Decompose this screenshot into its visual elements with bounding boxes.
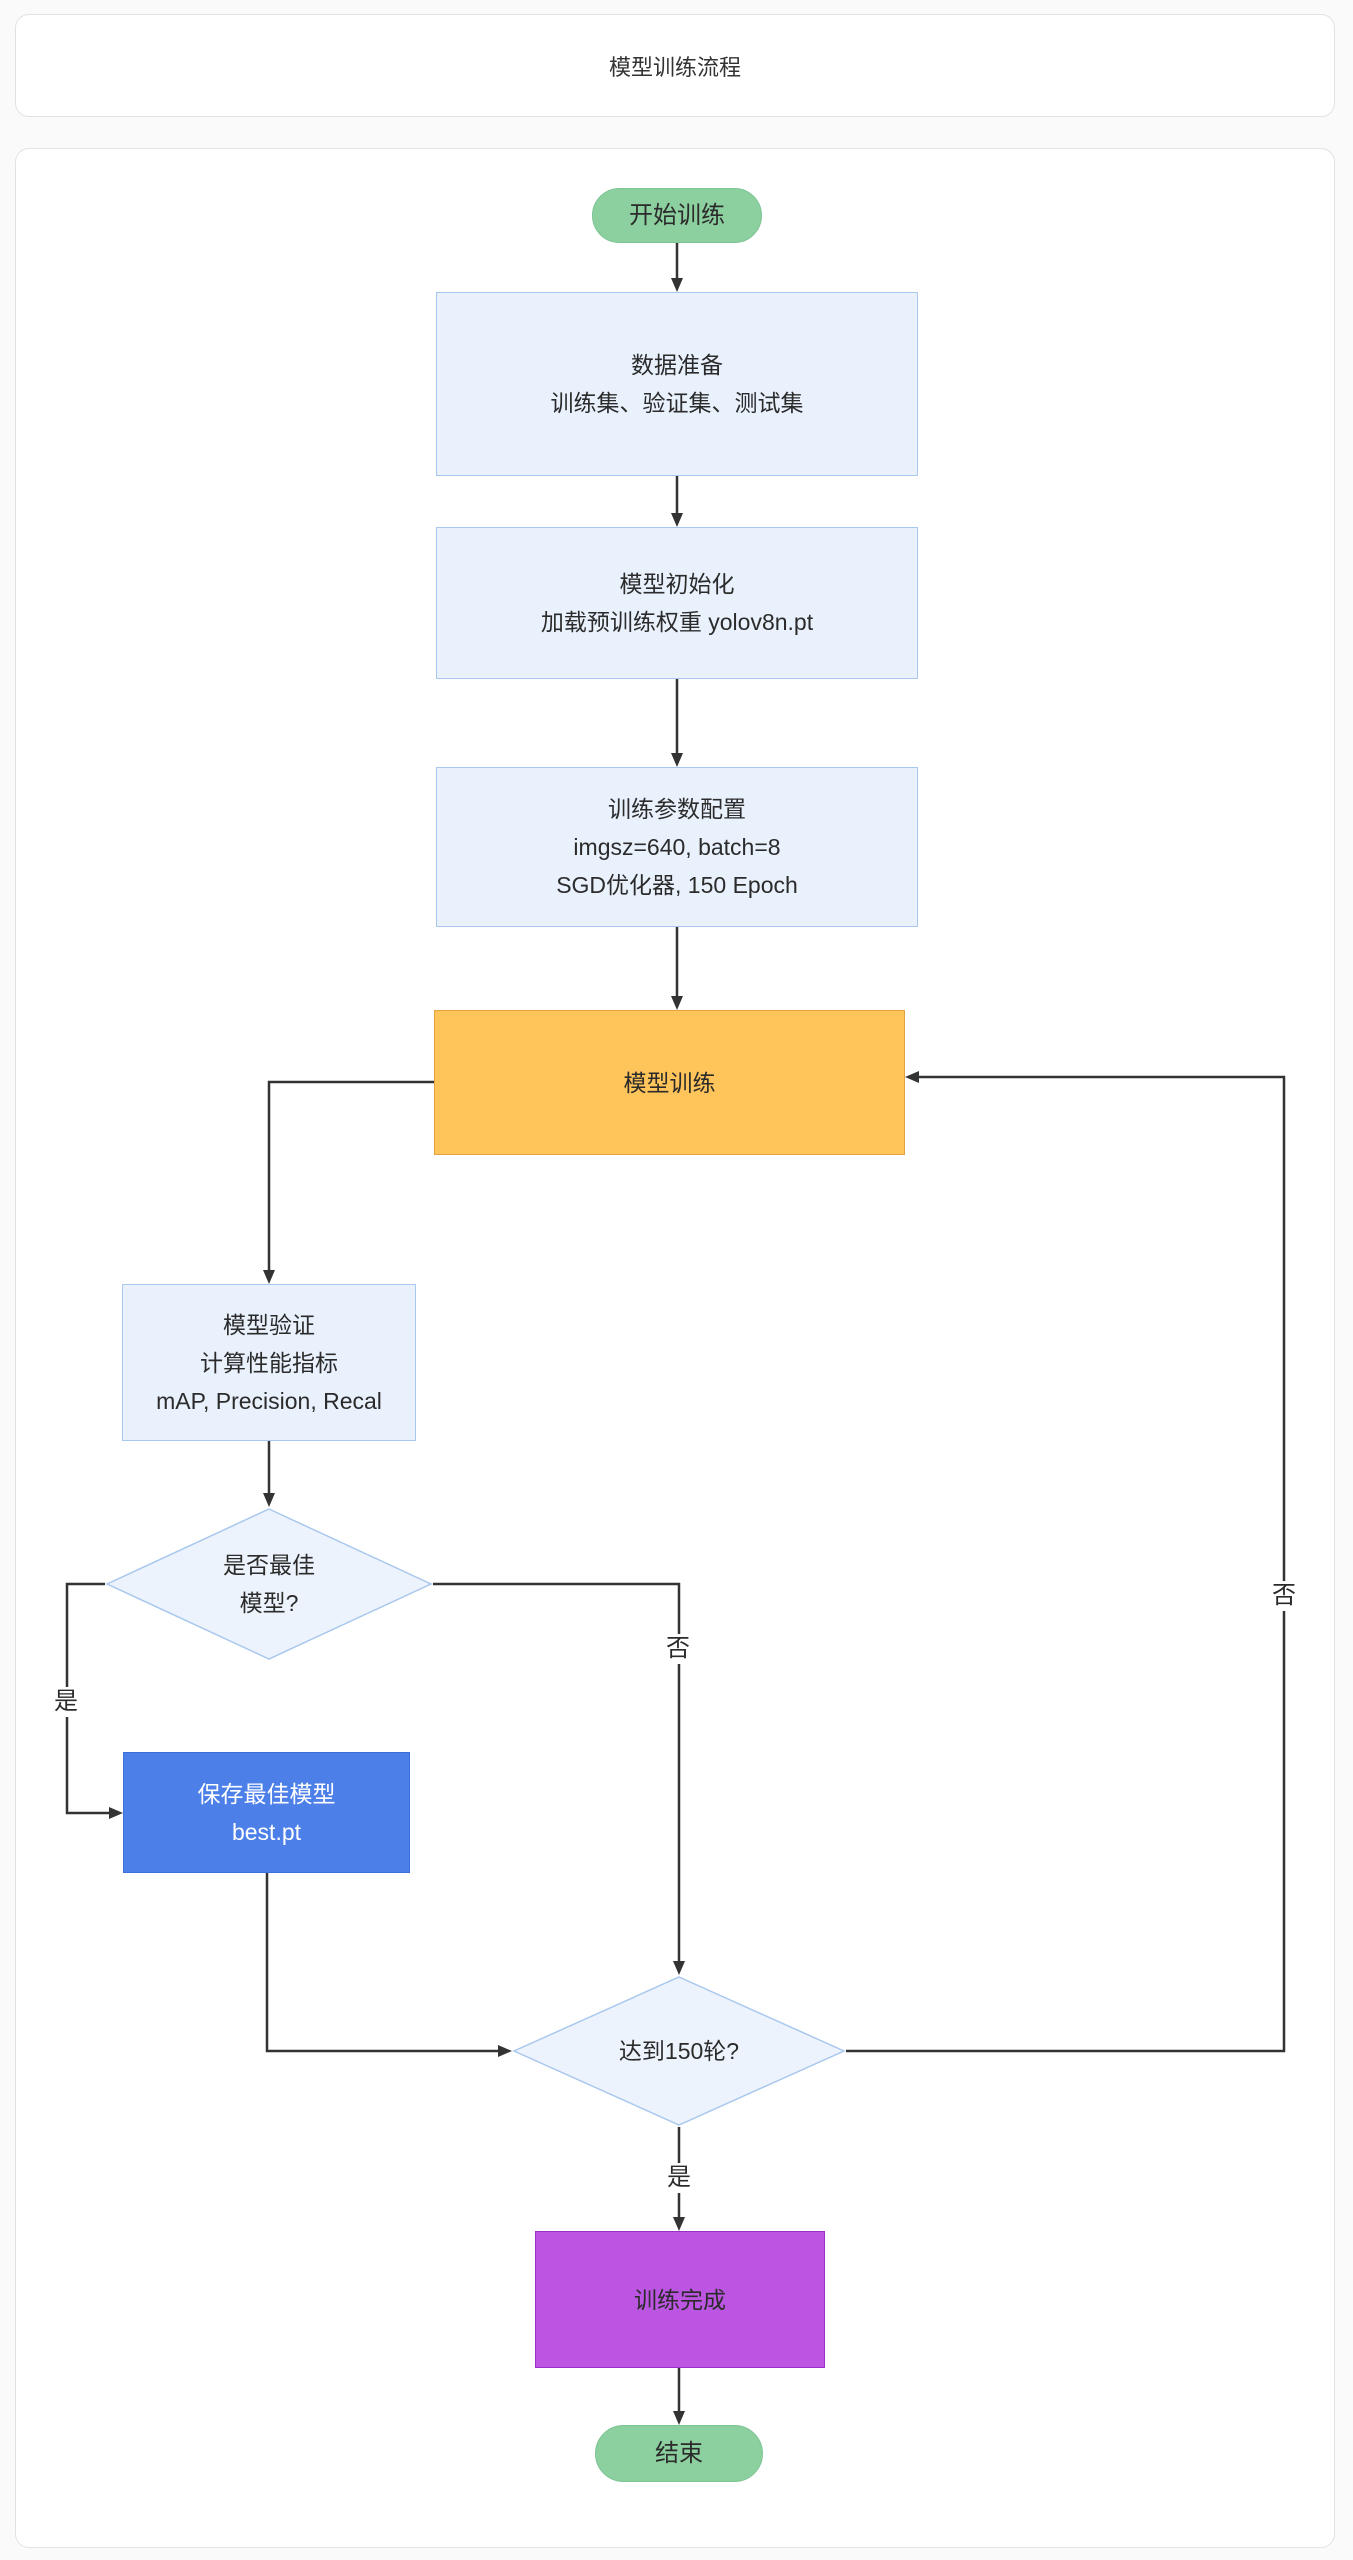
edge-label-epoch-no: 否 (1269, 1581, 1299, 1611)
node-train-config: 训练参数配置 imgsz=640, batch=8 SGD优化器, 150 Ep… (436, 767, 918, 927)
node-best-check-label: 是否最佳 模型? (105, 1507, 433, 1661)
title-card: 模型训练流程 (15, 14, 1335, 117)
node-train-config-line3: SGD优化器, 150 Epoch (556, 872, 798, 898)
node-start: 开始训练 (592, 188, 762, 243)
node-validate: 模型验证 计算性能指标 mAP, Precision, Recal (122, 1284, 416, 1441)
node-best-check-line2: 模型? (239, 1590, 299, 1616)
node-best-check: 是否最佳 模型? (105, 1507, 433, 1661)
edge-epochcheck-train-no (846, 1075, 1286, 2053)
arrowheads (109, 278, 919, 2425)
edge-label-epoch-yes: 是 (664, 2163, 694, 2193)
node-epoch-check: 达到150轮? (512, 1975, 846, 2127)
node-save-best-line2: best.pt (231, 1818, 302, 1845)
node-end: 结束 (595, 2425, 763, 2482)
node-train-config-line1: 训练参数配置 (608, 796, 746, 822)
node-model-init-line2: 加载预训练权重 yolov8n.pt (540, 609, 814, 635)
node-data-prep-line2: 训练集、验证集、测试集 (550, 390, 804, 416)
node-save-best: 保存最佳模型 best.pt (123, 1752, 410, 1873)
node-start-label: 开始训练 (629, 201, 725, 229)
node-save-best-line1: 保存最佳模型 (197, 1780, 336, 1807)
edge-save-epochcheck (265, 1873, 500, 2053)
node-validate-line1: 模型验证 (223, 1311, 315, 1338)
node-data-prep-line1: 数据准备 (631, 352, 723, 378)
node-complete-label: 训练完成 (634, 2286, 726, 2313)
page-title: 模型训练流程 (608, 54, 741, 80)
edge-label-best-yes: 是 (51, 1687, 81, 1717)
node-end-label: 结束 (655, 2439, 703, 2467)
edge-label-best-no: 否 (663, 1634, 693, 1664)
node-complete: 训练完成 (535, 2231, 825, 2368)
node-validate-line3: mAP, Precision, Recal (156, 1387, 382, 1414)
node-epoch-check-label: 达到150轮? (512, 1975, 846, 2127)
node-data-prep: 数据准备 训练集、验证集、测试集 (436, 292, 918, 476)
node-epoch-check-line1: 达到150轮? (618, 2038, 740, 2064)
edge-train-validate (267, 1080, 434, 1272)
node-train-label: 模型训练 (623, 1069, 716, 1096)
best-check-diamond-shape (105, 1508, 433, 1660)
epoch-check-diamond-shape (512, 1976, 846, 2126)
node-best-check-line1: 是否最佳 (223, 1552, 315, 1578)
node-train: 模型训练 (434, 1010, 905, 1155)
edge-bestcheck-epochcheck-no (433, 1582, 681, 1963)
node-validate-line2: 计算性能指标 (200, 1349, 338, 1376)
node-model-init: 模型初始化 加载预训练权重 yolov8n.pt (436, 527, 918, 679)
node-model-init-line1: 模型初始化 (619, 571, 735, 597)
node-train-config-line2: imgsz=640, batch=8 (573, 834, 781, 860)
